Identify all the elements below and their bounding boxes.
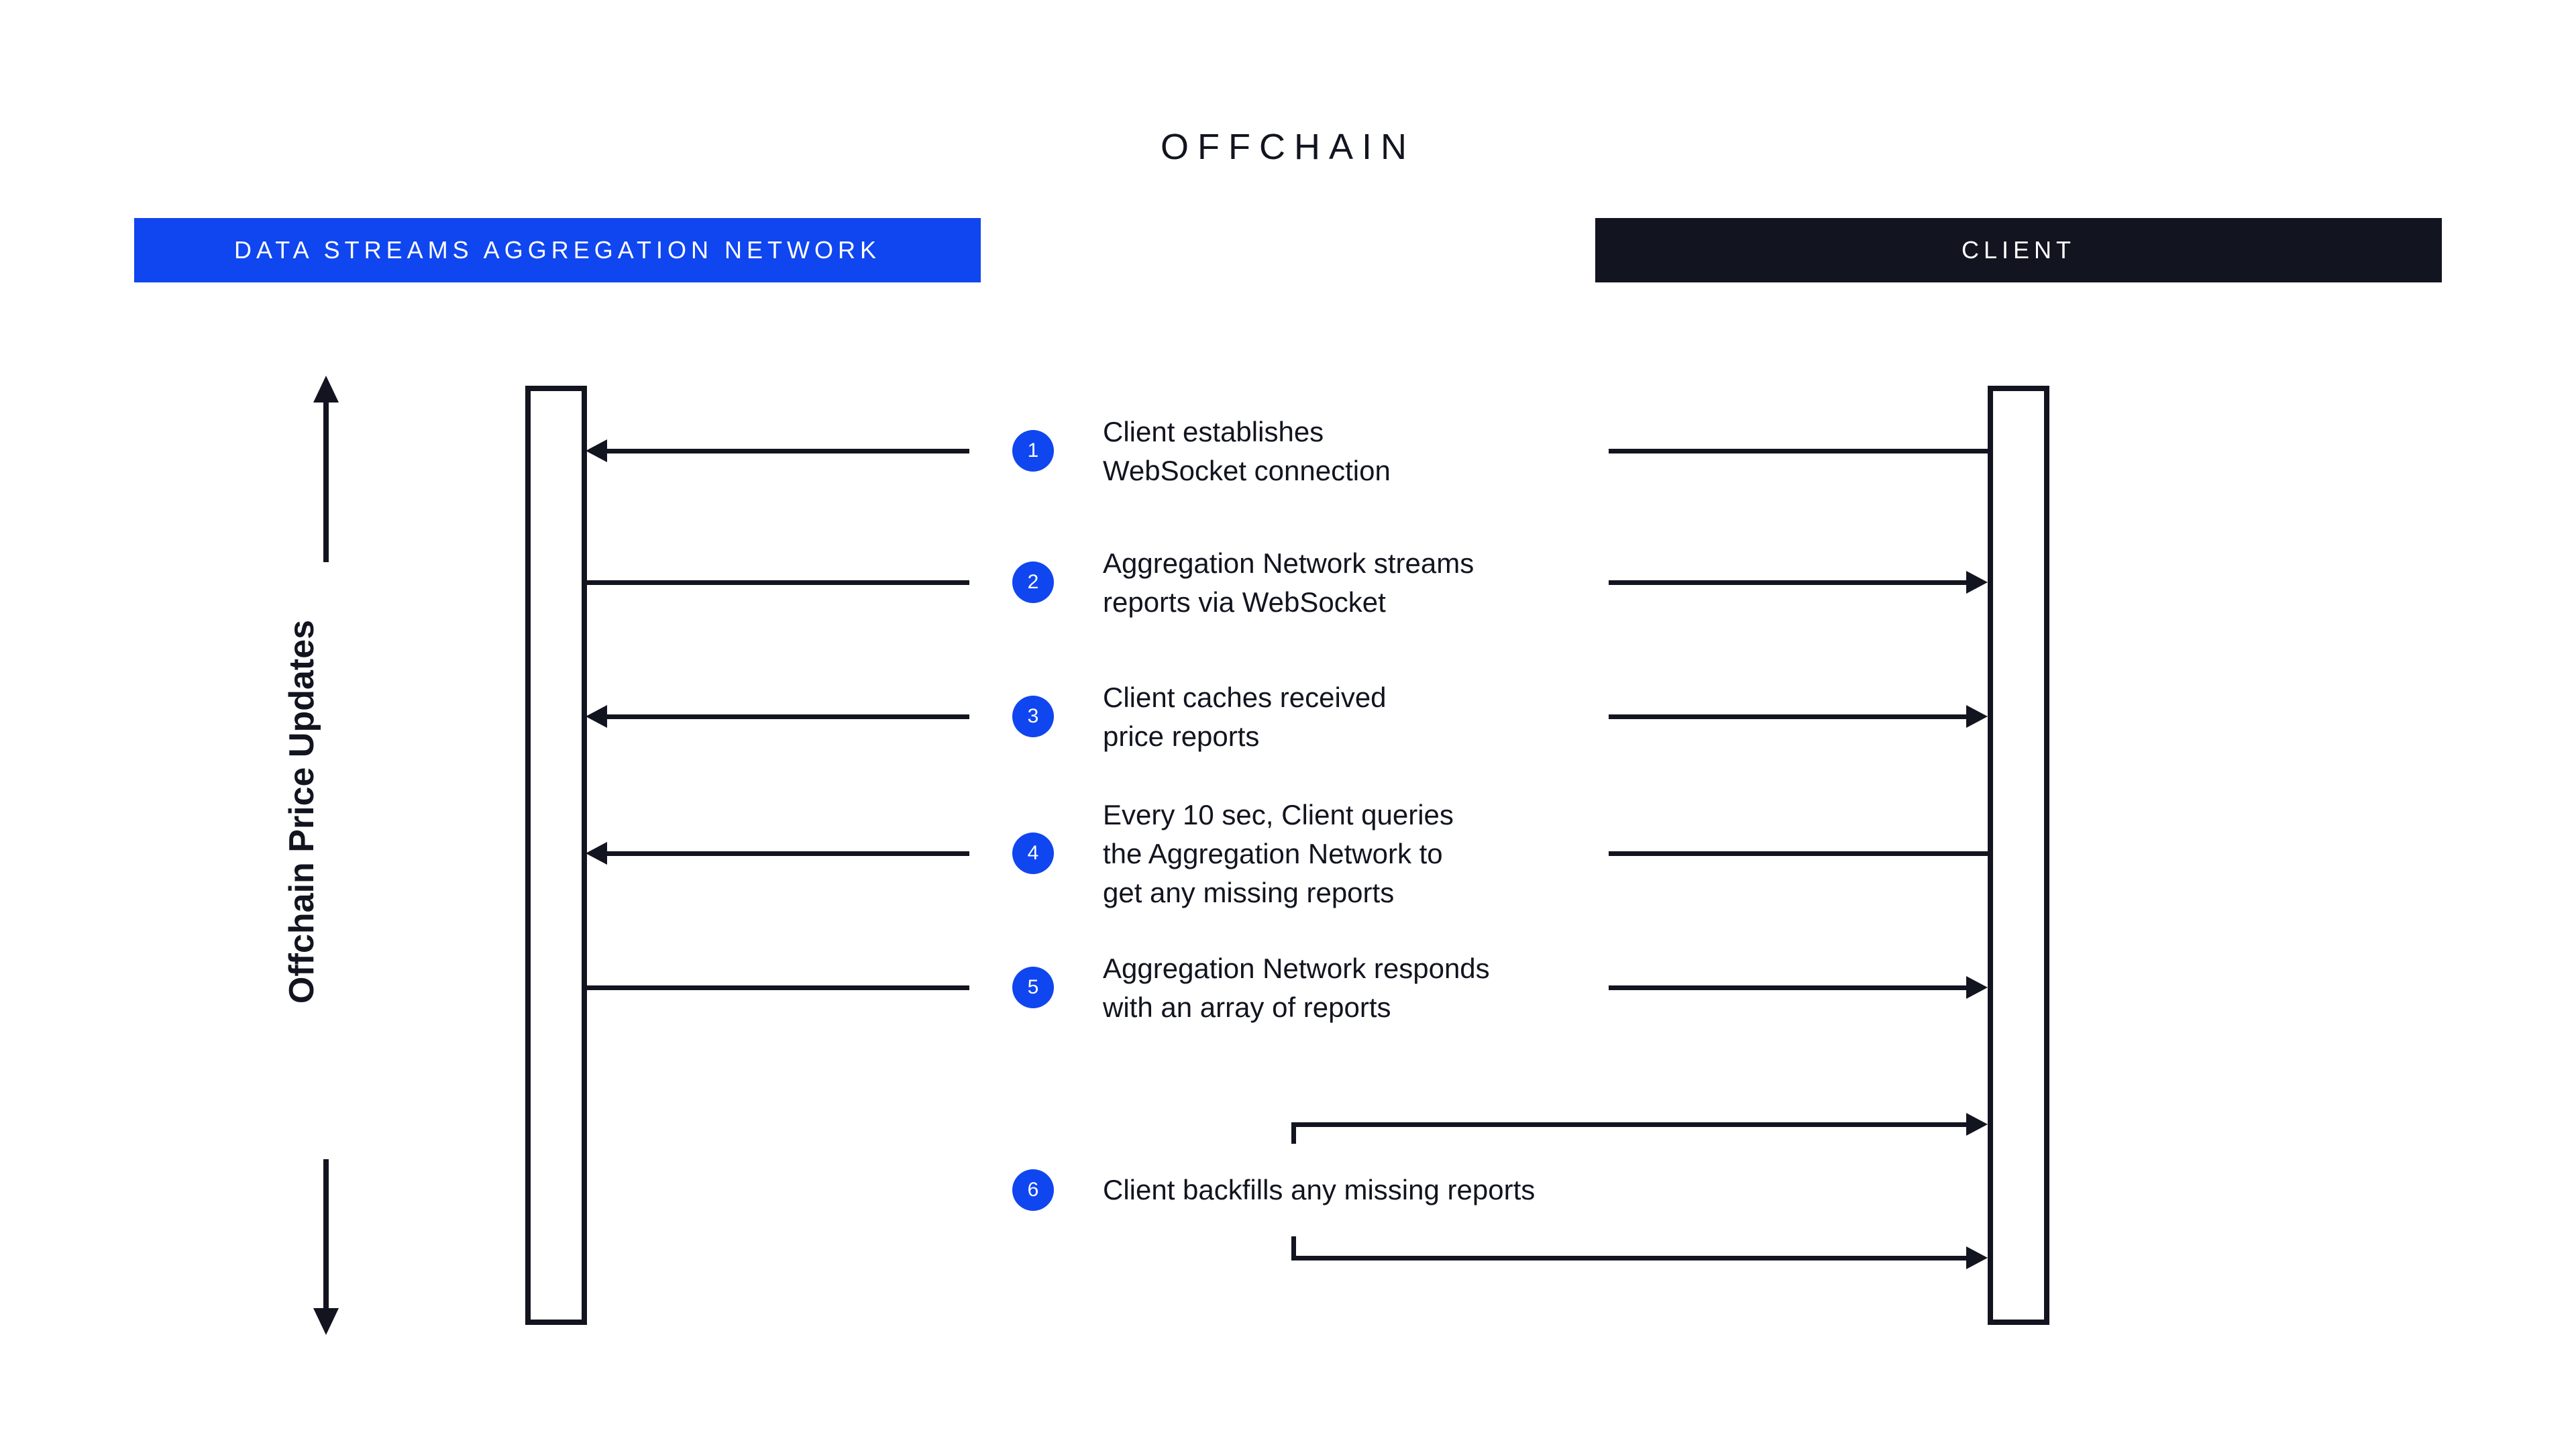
arrowhead-left-step-3 — [586, 705, 607, 728]
step-badge-number: 5 — [1027, 976, 1039, 998]
arrow-up-icon — [313, 376, 339, 402]
axis-label: Offchain Price Updates — [282, 619, 321, 1004]
step-text-3: Client caches received price reports — [1103, 682, 1387, 752]
step-text-4: Every 10 sec, Client queries the Aggrega… — [1103, 799, 1454, 908]
step-badge-number: 1 — [1027, 439, 1039, 462]
step-text-5: Aggregation Network responds with an arr… — [1103, 953, 1490, 1023]
arrowhead-right-step-5 — [1966, 976, 1988, 999]
offchain-price-updates-axis: Offchain Price Updates — [282, 376, 389, 1335]
column-header-label: CLIENT — [1961, 236, 2076, 264]
column-header-aggregation-network: DATA STREAMS AGGREGATION NETWORK — [134, 218, 981, 282]
step-badge-4: 4 — [1012, 833, 1054, 874]
step-badge-1: 1 — [1012, 430, 1054, 472]
step-text-1: Client establishes WebSocket connection — [1103, 416, 1391, 486]
step-text-6: Client backfills any missing reports — [1103, 1174, 1536, 1205]
column-header-client: CLIENT — [1595, 218, 2442, 282]
arrowhead-left-step-4 — [586, 842, 607, 865]
self-loop-stub-upper-step-6 — [1291, 1122, 1296, 1144]
step-badge-5: 5 — [1012, 967, 1054, 1008]
message-line-right-step-5 — [1609, 985, 1966, 990]
step-text-2: Aggregation Network streams reports via … — [1103, 547, 1474, 618]
step-badge-number: 3 — [1027, 705, 1039, 727]
message-line-left-step-2 — [587, 580, 969, 585]
self-loop-stub-lower-step-6 — [1291, 1236, 1296, 1260]
step-badge-6: 6 — [1012, 1169, 1054, 1211]
self-loop-line-upper-step-6 — [1291, 1122, 1966, 1127]
message-line-right-step-4 — [1609, 851, 1988, 856]
page-title: OFFCHAIN — [1161, 127, 1415, 167]
message-line-right-step-2 — [1609, 580, 1966, 585]
arrowhead-right-step-2 — [1966, 571, 1988, 594]
self-loop-line-lower-step-6 — [1291, 1256, 1966, 1260]
message-line-right-step-3 — [1609, 714, 1966, 719]
message-line-right-step-1 — [1609, 449, 1988, 453]
axis-line-upper — [323, 401, 329, 562]
arrowhead-right-step-6-upper — [1966, 1113, 1988, 1136]
arrowhead-left-step-1 — [586, 439, 607, 462]
step-badge-number: 4 — [1027, 842, 1039, 864]
column-header-label: DATA STREAMS AGGREGATION NETWORK — [233, 236, 881, 264]
arrowhead-right-step-3 — [1966, 705, 1988, 728]
step-badge-number: 2 — [1027, 571, 1039, 593]
step-badge-number: 6 — [1027, 1179, 1039, 1201]
lifeline-aggregation-network — [525, 386, 587, 1325]
lifeline-client — [1988, 386, 2049, 1325]
step-badge-2: 2 — [1012, 561, 1054, 603]
step-badge-3: 3 — [1012, 696, 1054, 737]
message-line-left-step-3 — [607, 714, 969, 719]
message-line-left-step-5 — [587, 985, 969, 990]
message-line-left-step-4 — [607, 851, 969, 856]
axis-line-lower — [323, 1159, 329, 1308]
message-line-left-step-1 — [607, 449, 969, 453]
arrowhead-right-step-6-lower — [1966, 1246, 1988, 1269]
arrow-down-icon — [313, 1308, 339, 1335]
